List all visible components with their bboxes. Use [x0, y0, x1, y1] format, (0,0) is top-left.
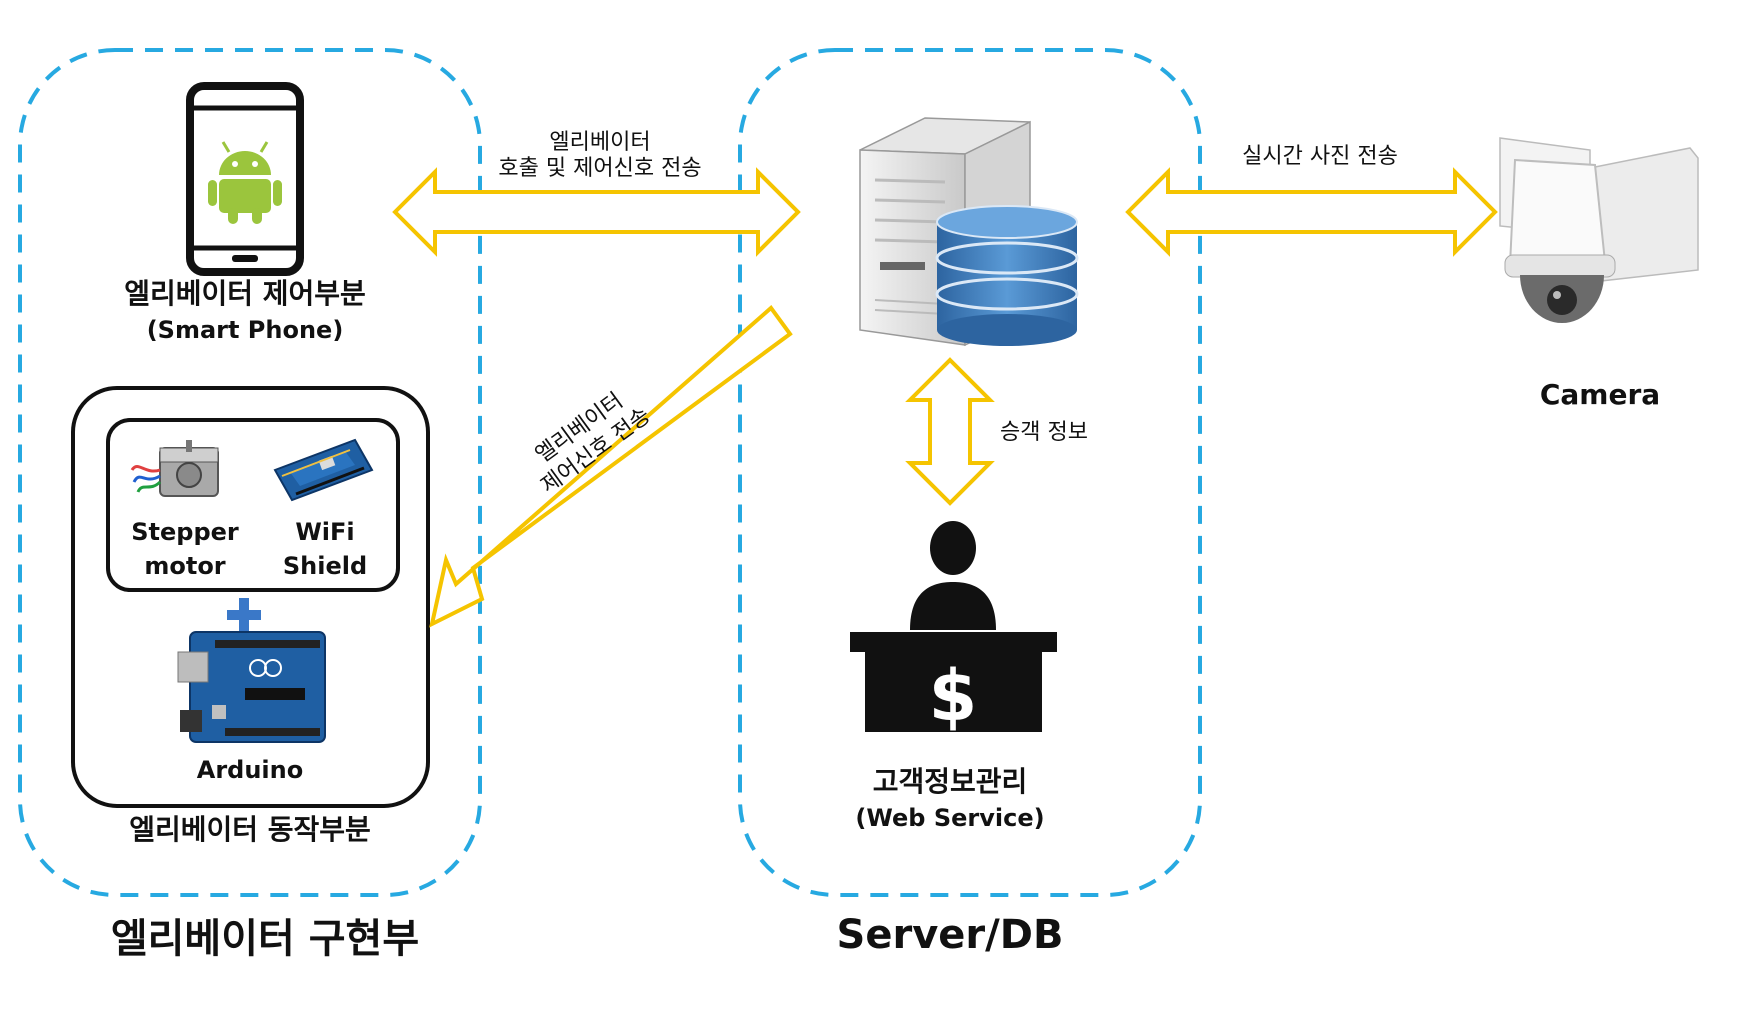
- wifi-shield-icon: [273, 438, 374, 502]
- stepper-motor-icon: [130, 440, 219, 497]
- components-box-border: [106, 418, 400, 592]
- server-web-label: 승객 정보: [1000, 420, 1088, 445]
- server-database-icon: [859, 117, 1079, 347]
- arrow-server-camera: [1125, 167, 1498, 257]
- server-group-border: [738, 48, 1202, 897]
- operation-title: 엘리베이터 동작부분: [129, 813, 371, 846]
- phone-server-label-line1: 엘리베이터: [549, 130, 651, 155]
- elevator-group-border: [18, 48, 482, 897]
- android-phone-icon: [186, 82, 304, 276]
- phone-server-label-line2: 호출 및 제어신호 전송: [498, 156, 702, 181]
- elevator-group-title: 엘리베이터 구현부: [110, 916, 420, 962]
- arrow-server-web: [905, 357, 995, 506]
- arduino-board-icon: [177, 631, 326, 743]
- clerk-desk-icon: $: [850, 521, 1057, 737]
- arrow-phone-server: [392, 167, 801, 257]
- plus-icon: [227, 598, 261, 632]
- server-group-title: Server/DB: [836, 912, 1064, 958]
- webservice-subtitle: (Web Service): [855, 804, 1045, 832]
- operation-block-border: [71, 386, 430, 808]
- wifi-label-line1: WiFi: [295, 518, 355, 546]
- stepper-label-line2: motor: [144, 552, 226, 580]
- arduino-label: Arduino: [196, 756, 304, 784]
- phone-subtitle: (Smart Phone): [146, 316, 344, 344]
- dollar-symbol: $: [929, 655, 978, 737]
- webservice-title: 고객정보관리: [872, 765, 1028, 798]
- arrow-server-arduino: [429, 305, 793, 628]
- phone-title: 엘리베이터 제어부분: [124, 277, 366, 310]
- ptz-camera-icon: [1499, 137, 1699, 323]
- camera-title: Camera: [1539, 378, 1661, 411]
- wifi-label-line2: Shield: [282, 552, 368, 580]
- stepper-label-line1: Stepper: [131, 518, 239, 546]
- server-camera-label: 실시간 사진 전송: [1242, 144, 1398, 169]
